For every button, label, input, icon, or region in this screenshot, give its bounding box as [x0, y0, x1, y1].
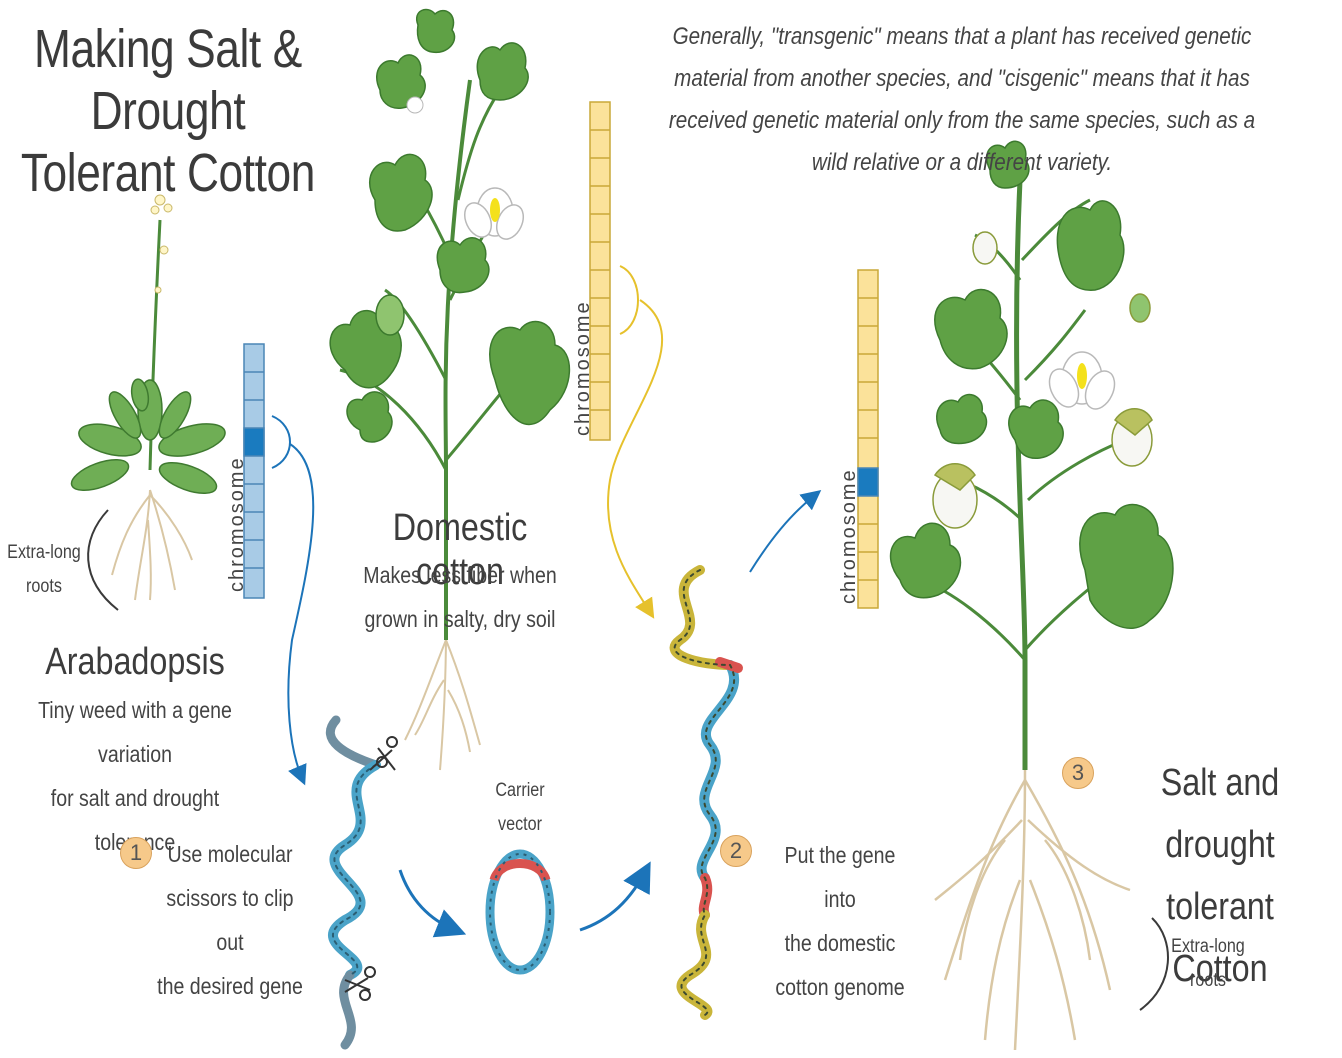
- arabadopsis-plant: [68, 195, 229, 610]
- page-title-line1: Making Salt & Drought: [8, 18, 328, 142]
- arrow-chromosome-to-genome: [608, 300, 662, 612]
- result-chromosome-label: chromosome: [838, 468, 861, 604]
- arabadopsis-leaves: [68, 378, 229, 500]
- step-1-text: Use molecular scissors to clip out the d…: [154, 832, 307, 1008]
- carrier-vector-ring: [490, 854, 550, 970]
- arabadopsis-roots: [112, 490, 192, 600]
- modified-genome-strand: [675, 570, 738, 1015]
- arabadopsis-flowers: [151, 195, 172, 293]
- domestic-cotton-plant: [330, 10, 569, 770]
- arabadopsis-chromosome-label: chromosome: [226, 456, 249, 592]
- result-roots: [935, 770, 1130, 1050]
- result-leaves: [891, 141, 1173, 628]
- result-stem: [1017, 180, 1025, 770]
- arrow-vector-to-genome: [580, 872, 645, 930]
- domestic-leaves: [330, 10, 569, 442]
- page-title-line2: Tolerant Cotton: [8, 142, 328, 204]
- result-flower: [1044, 352, 1120, 414]
- domestic-chromosome-label: chromosome: [572, 300, 595, 436]
- domestic-cotton-description: Makes less fiber when grown in salty, dr…: [354, 553, 567, 641]
- arrow-chromosome-to-dna: [288, 444, 313, 778]
- arabadopsis-roots-label: Extra-long roots: [2, 536, 87, 604]
- step-3-badge: 3: [1062, 757, 1094, 789]
- arabadopsis-roots-bracket: [88, 510, 118, 610]
- domestic-cotton-boll: [376, 295, 404, 335]
- arrow-dna-to-vector: [400, 870, 455, 930]
- result-cotton-bolls: [933, 232, 1152, 528]
- arabadopsis-gene-bracket: [272, 416, 290, 468]
- result-chromosome: [858, 270, 878, 608]
- arabadopsis-name: Arabadopsis: [37, 640, 233, 684]
- result-roots-label: Extra-long roots: [1166, 930, 1251, 998]
- definition-note: Generally, "transgenic" means that a pla…: [661, 16, 1263, 184]
- domestic-roots: [405, 630, 480, 770]
- scissors-icon: [370, 737, 397, 770]
- step-1-badge: 1: [120, 837, 152, 869]
- domestic-gene-bracket: [620, 266, 638, 334]
- step-2-badge: 2: [720, 835, 752, 867]
- carrier-vector-label: Carrier vector: [478, 774, 563, 842]
- domestic-flower: [460, 188, 529, 243]
- arrow-genome-to-result: [750, 495, 815, 572]
- page-title: Making Salt & Drought Tolerant Cotton: [8, 18, 328, 204]
- step-2-text: Put the gene into the domestic cotton ge…: [768, 833, 913, 1009]
